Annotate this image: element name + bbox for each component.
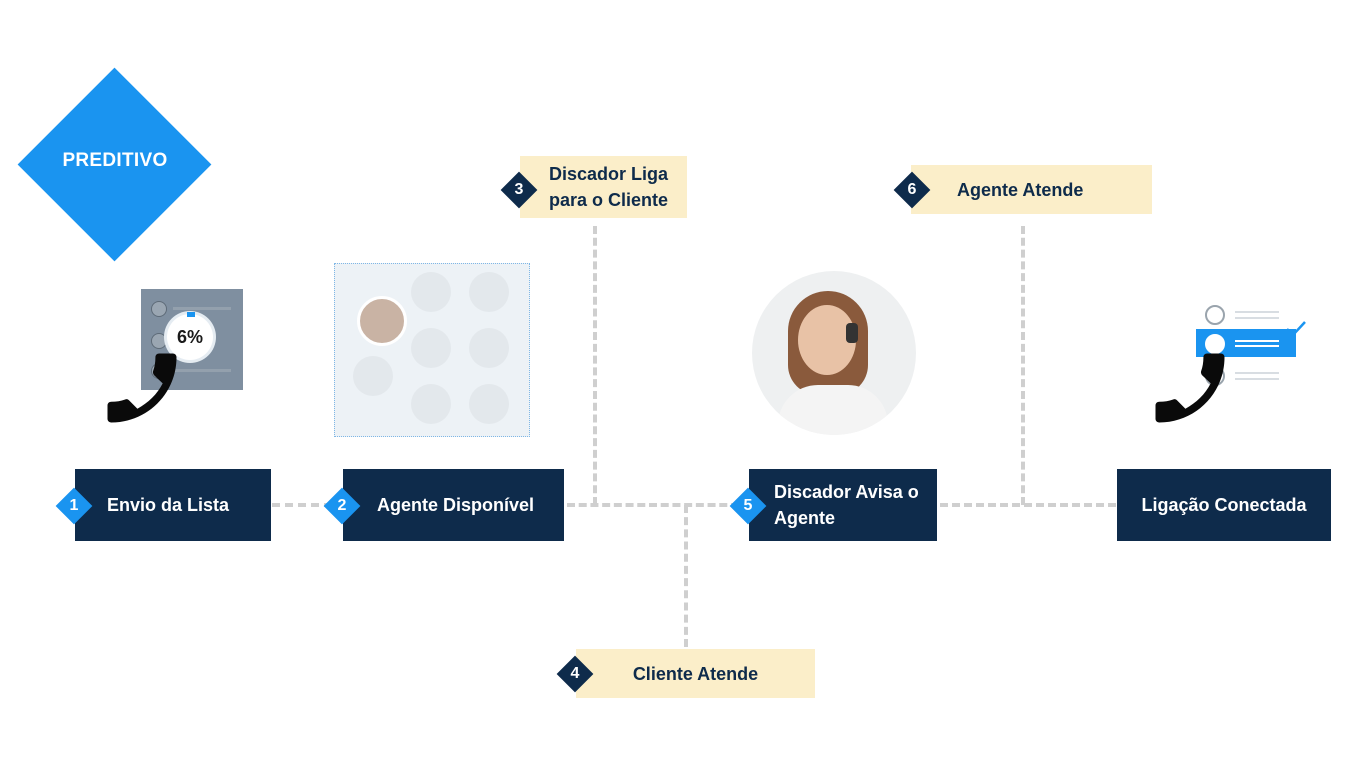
agent-headset-photo bbox=[752, 271, 916, 435]
step-1-number: 1 bbox=[69, 497, 79, 514]
list-avatar bbox=[151, 333, 167, 349]
step-4-number: 4 bbox=[570, 665, 580, 682]
step-5-number: 5 bbox=[743, 497, 753, 514]
step-3-box: Discador Liga para o Cliente bbox=[520, 156, 687, 218]
selected-contact-row bbox=[1196, 329, 1296, 357]
agent-avatar bbox=[411, 384, 451, 424]
step-6-box: Agente Atende bbox=[911, 165, 1152, 214]
contact-line bbox=[1235, 378, 1279, 380]
step-5-label: Discador Avisa o Agente bbox=[774, 482, 919, 528]
step-1-box: Envio da Lista bbox=[75, 469, 271, 541]
step-2-number: 2 bbox=[337, 497, 347, 514]
contact-line bbox=[1235, 340, 1279, 342]
final-step-label: Ligação Conectada bbox=[1141, 495, 1307, 515]
contact-line bbox=[1235, 311, 1279, 313]
agent-avatar bbox=[411, 328, 451, 368]
step-2-box: Agente Disponível bbox=[343, 469, 564, 541]
final-step-box: Ligação Conectada bbox=[1117, 469, 1331, 541]
agent-avatar bbox=[469, 328, 509, 368]
step-5-box: Discador Avisa o Agente bbox=[749, 469, 937, 541]
step-6-number: 6 bbox=[907, 181, 917, 198]
agent-avatar-active bbox=[357, 296, 407, 346]
agent-avatar bbox=[469, 384, 509, 424]
list-line bbox=[173, 307, 231, 310]
checkmark-icon bbox=[1285, 320, 1307, 343]
progress-label: 6% bbox=[176, 326, 203, 347]
connector-5-final bbox=[940, 503, 1116, 507]
step-3-number: 3 bbox=[514, 181, 524, 198]
list-avatar bbox=[151, 301, 167, 317]
agent-avatar bbox=[469, 272, 509, 312]
contact-avatar bbox=[1205, 334, 1225, 354]
contact-line bbox=[1235, 372, 1279, 374]
connector-step6 bbox=[1021, 226, 1025, 505]
list-line bbox=[173, 369, 231, 372]
headset-icon bbox=[846, 323, 858, 343]
agents-grid-illustration bbox=[334, 263, 530, 437]
phone-icon bbox=[96, 342, 188, 434]
step-2-label: Agente Disponível bbox=[377, 495, 535, 515]
connector-2-5 bbox=[567, 503, 739, 507]
agent-avatar bbox=[353, 356, 393, 396]
step-6-label: Agente Atende bbox=[957, 179, 1084, 200]
progress-arc bbox=[187, 312, 195, 317]
connector-step4 bbox=[684, 505, 688, 647]
contact-line bbox=[1235, 317, 1279, 319]
contact-line bbox=[1235, 345, 1279, 347]
connector-1-2 bbox=[272, 503, 332, 507]
connector-step3 bbox=[593, 226, 597, 505]
step-4-label: Cliente Atende bbox=[632, 663, 759, 684]
agent-avatar bbox=[411, 272, 451, 312]
contact-avatar bbox=[1205, 305, 1225, 325]
step-3-label: Discador Liga para o Cliente bbox=[548, 164, 669, 210]
progress-indicator: 6% bbox=[167, 314, 213, 360]
diagram-title: PREDITIVO bbox=[62, 150, 168, 171]
step-1-label: Envio da Lista bbox=[107, 495, 230, 515]
phone-icon bbox=[1144, 342, 1236, 434]
step-4-box: Cliente Atende bbox=[576, 649, 815, 698]
agent-body bbox=[778, 385, 888, 435]
